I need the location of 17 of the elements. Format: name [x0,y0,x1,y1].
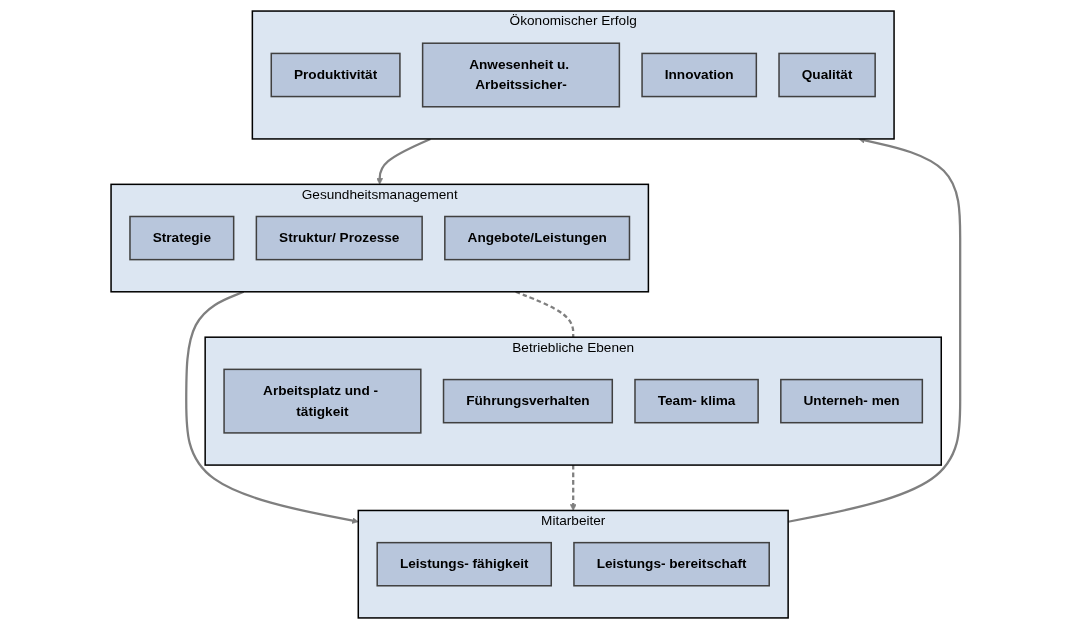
arrow [185,290,359,524]
node-box: Struktur/ Prozesse [255,215,423,261]
node-box: Qualität [778,52,876,98]
node-box: Arbeitsplatz und - tätigkeit [223,368,422,434]
node-box: Anwesenheit u. Arbeitssicher- [421,42,620,108]
node-box: Angebote/Leistungen [443,215,631,261]
connector [515,290,575,338]
arrow [376,137,431,185]
node-box: Produktivität [270,52,401,98]
node-box: Team- klima [634,378,759,424]
node-box: Leistungs- fähigkeit [376,541,552,587]
node-box: Führungsverhalten [442,378,613,424]
node-box: Unterneh- men [779,378,923,424]
node-box: Strategie [129,215,235,261]
node-box: Innovation [641,52,757,98]
node-box: Leistungs- bereitschaft [573,541,770,587]
arrow [569,465,577,511]
